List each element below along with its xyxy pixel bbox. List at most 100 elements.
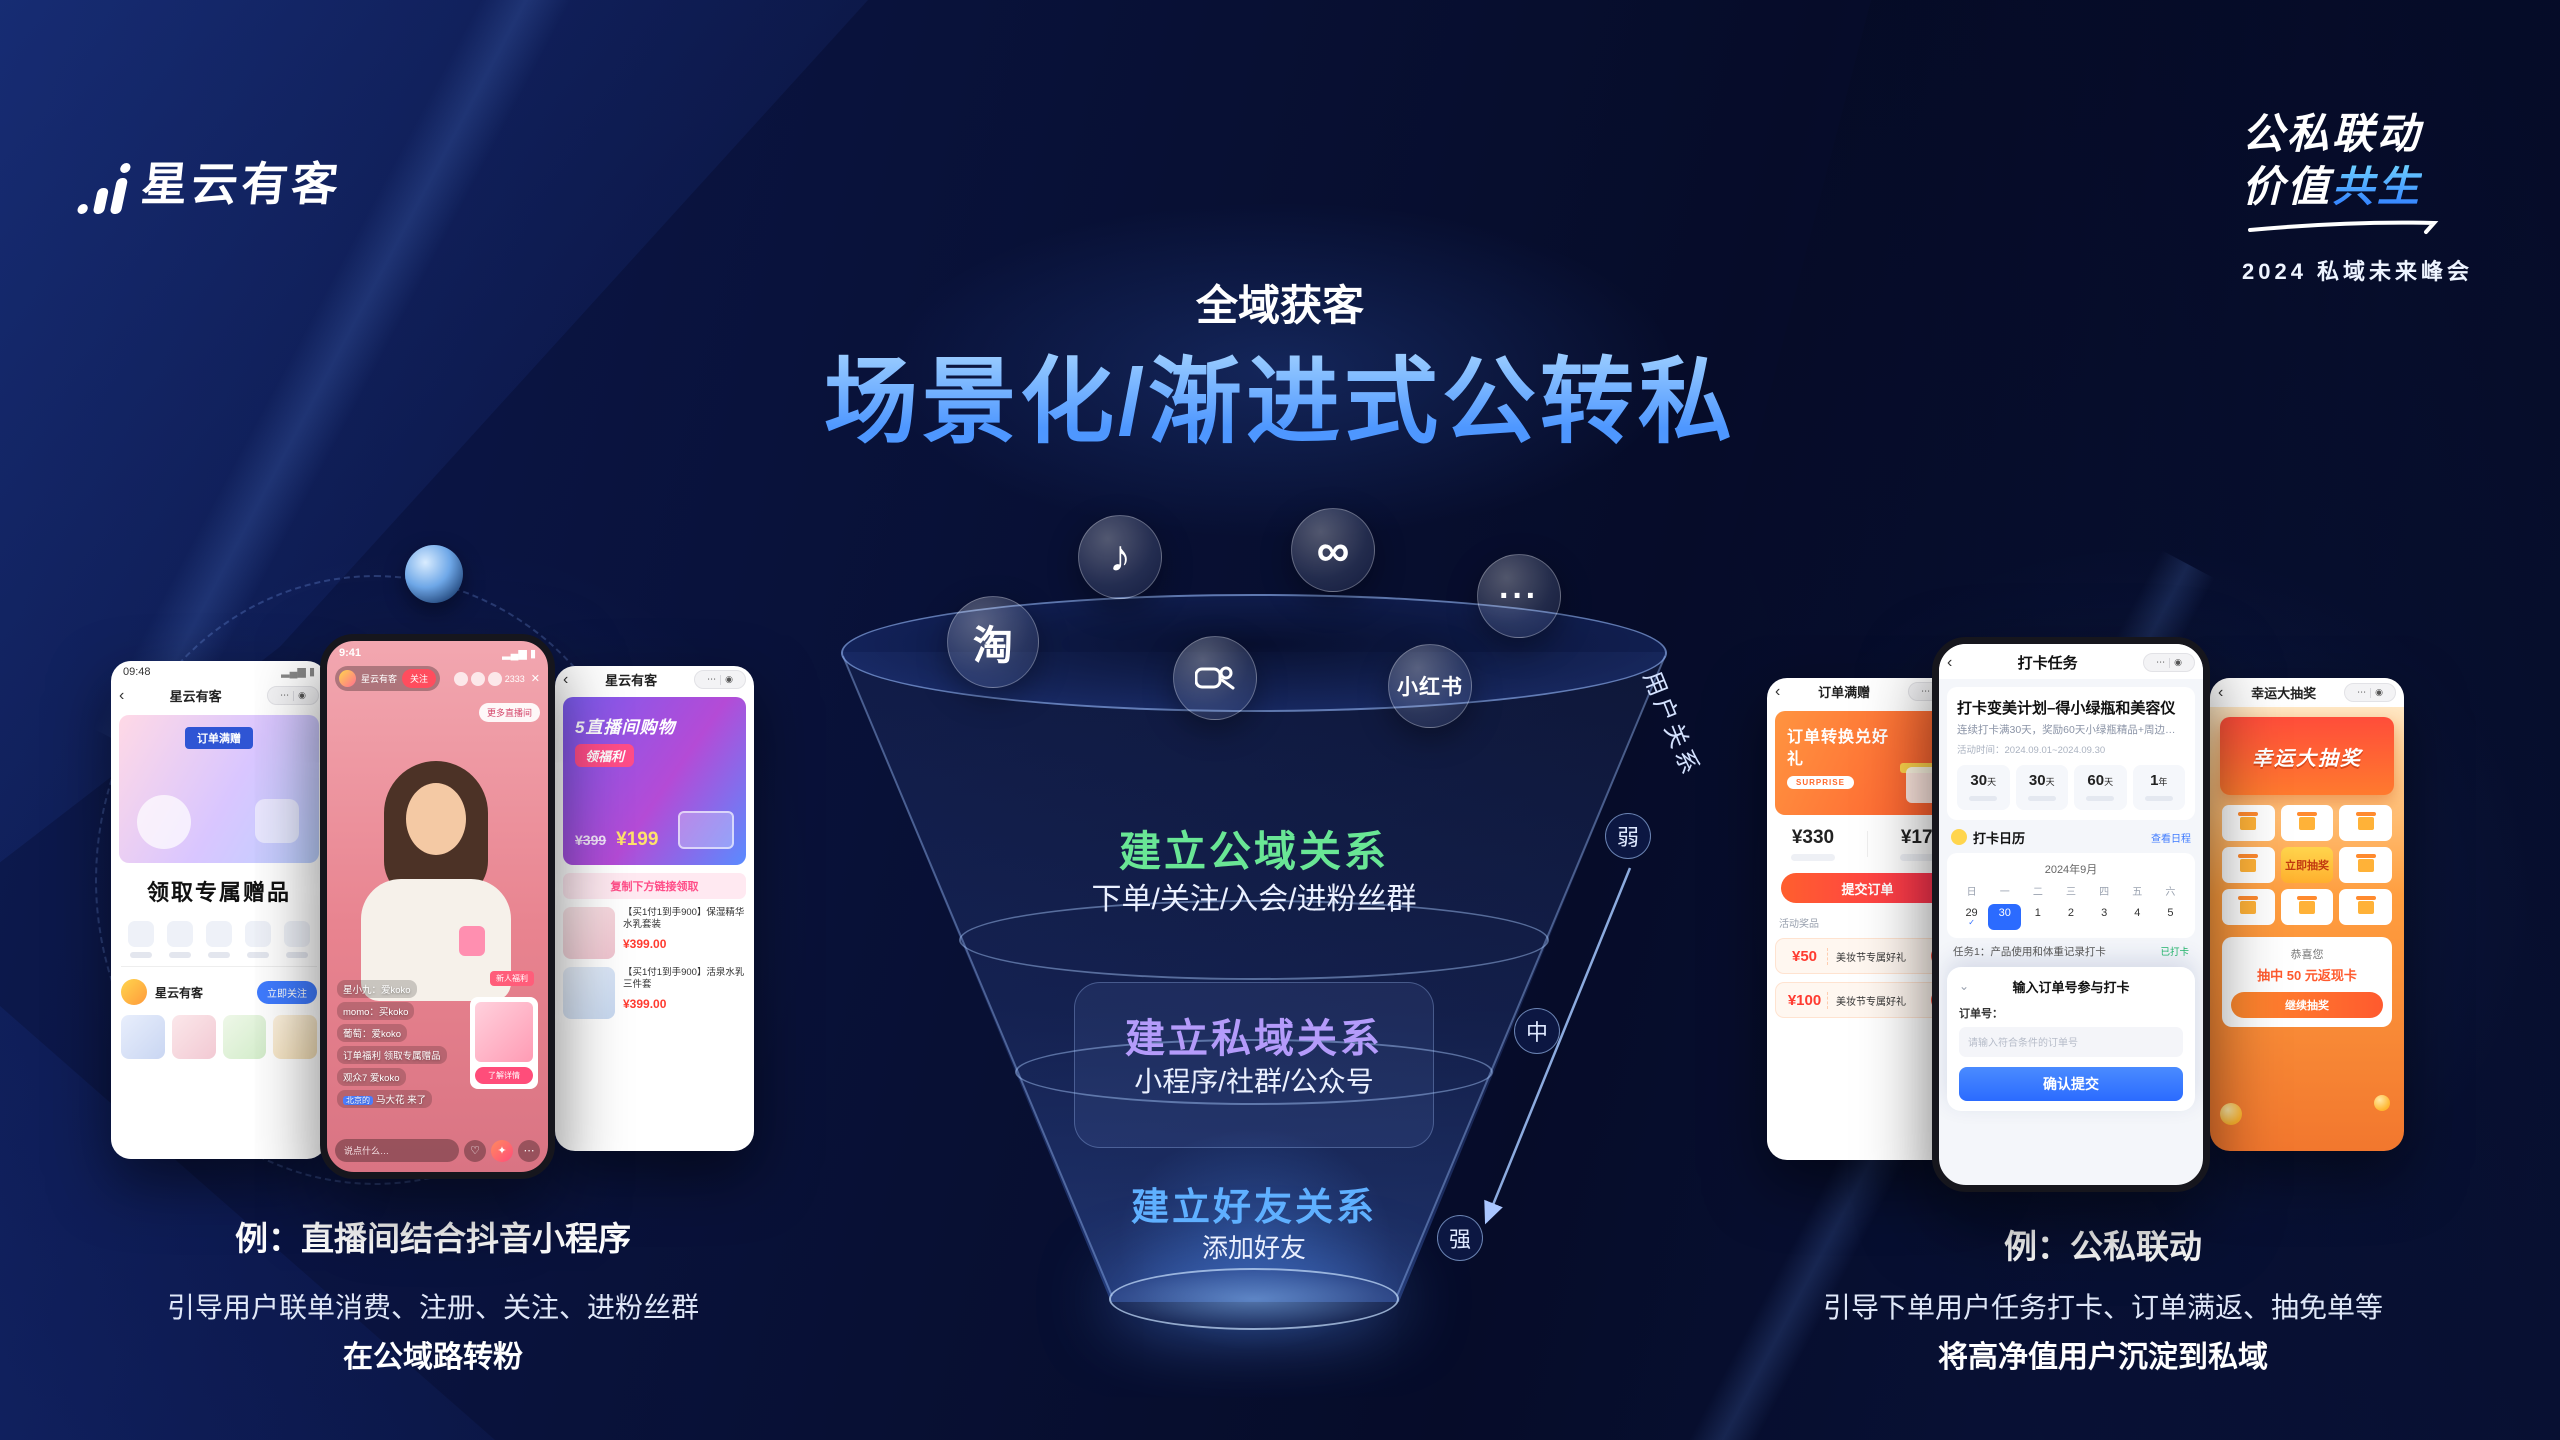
date-cell[interactable]: 3: [2101, 906, 2108, 919]
axis-weak-text: 弱: [1616, 825, 1639, 850]
banner-prices: ¥399 ¥199: [575, 829, 658, 851]
gift-icon: [2238, 853, 2259, 872]
product-list-item[interactable]: 【买1付1到手900】保湿精华水乳套装 ¥399.00: [563, 907, 746, 959]
comment-with-badge: 北京的马大花 来了: [337, 1090, 433, 1108]
product-thumb[interactable]: [273, 1015, 317, 1059]
channels-glyph: ∞: [1316, 524, 1350, 576]
close-icon[interactable]: ✕: [530, 673, 540, 685]
prize-cell: [2280, 889, 2334, 925]
product-detail-button[interactable]: 了解详情: [475, 1067, 533, 1084]
date-cell[interactable]: 1: [2034, 906, 2041, 919]
date-cell[interactable]: 2: [2067, 906, 2075, 919]
host-face: [406, 783, 466, 855]
back-icon[interactable]: ‹: [119, 686, 125, 704]
close-icon[interactable]: ◉: [2375, 687, 2383, 697]
back-icon[interactable]: ‹: [2218, 683, 2224, 701]
back-icon[interactable]: ‹: [1775, 682, 1781, 700]
laptop-illustration: [678, 811, 734, 849]
draw-again-button[interactable]: 继续抽奖: [2231, 992, 2383, 1018]
product-price: ¥399.00: [623, 997, 667, 1011]
menu-icon[interactable]: [205, 921, 232, 958]
calendar-header-row: 打卡日历 查看日程: [1951, 828, 2191, 847]
more-icon[interactable]: ⋯: [2357, 687, 2367, 697]
gift-icon: [2355, 853, 2376, 872]
product-price: ¥399.00: [623, 937, 667, 951]
gift-icon[interactable]: ✦: [491, 1139, 513, 1162]
chevron-down-icon[interactable]: ⌄: [1959, 979, 1970, 994]
nav-title: 星云有客: [169, 689, 222, 704]
date-cell[interactable]: 4: [2134, 906, 2141, 919]
miniprogram-capsule[interactable]: ⋯◉: [2143, 653, 2195, 672]
date-cell[interactable]: 5: [2167, 906, 2174, 919]
miniprogram-capsule[interactable]: ⋯◉: [2344, 683, 2396, 702]
surprise-pill: SURPRISE: [1787, 776, 1854, 790]
level2-title: 建立私域关系: [1125, 1017, 1383, 1061]
status-icons: ▂▄▆ ▮: [281, 666, 315, 678]
title-glow: [880, 200, 1680, 540]
viewers-group: 2333 ✕: [453, 671, 540, 686]
coupon-card[interactable]: ¥100 美妆节专属好礼: [1775, 982, 1960, 1018]
shop-name: 星云有客: [155, 985, 204, 1000]
back-icon[interactable]: ‹: [563, 670, 569, 688]
summit-line2-plain: 价值: [2242, 162, 2333, 210]
more-icon[interactable]: ⋯: [518, 1139, 540, 1162]
slide-kicker: 全域获客: [1195, 282, 1364, 329]
weekday-cell: 三: [2065, 886, 2076, 898]
date-cell-checked[interactable]: 29✓: [1955, 904, 1988, 930]
xiaohongshu-glyph: 小红书: [1397, 676, 1463, 699]
amount-sublabel: [1791, 854, 1835, 861]
gift-icon: [2238, 895, 2259, 914]
like-icon[interactable]: ♡: [464, 1139, 486, 1162]
status-time: 09:48: [123, 665, 151, 678]
streamer-bar: 星云有客 关注 2333 ✕: [335, 666, 540, 691]
submit-order-button[interactable]: 提交订单: [1781, 873, 1954, 903]
menu-icon[interactable]: [284, 921, 311, 958]
task-period: 活动时间：2024.09.01~2024.09.30: [1957, 744, 2106, 756]
menu-icon[interactable]: [127, 921, 154, 958]
date-cell-today[interactable]: 30: [1988, 903, 2022, 930]
close-icon[interactable]: ◉: [2174, 657, 2182, 667]
viewer-avatar: [487, 671, 502, 686]
more-icon[interactable]: ⋯: [280, 690, 290, 700]
product-list-item[interactable]: 【买1付1到手900】活泉水乳三件套 ¥399.00: [563, 967, 746, 1019]
product-thumb[interactable]: [222, 1015, 267, 1059]
copy-link-strip[interactable]: 复制下方链接领取: [563, 873, 746, 899]
more-icon[interactable]: ⋯: [707, 674, 717, 684]
draw-button[interactable]: 立即抽奖: [2280, 847, 2334, 883]
product-thumb[interactable]: [171, 1015, 216, 1059]
follow-shop-button[interactable]: 立即关注: [257, 980, 317, 1004]
menu-icon[interactable]: [245, 921, 272, 958]
brand-logo: 星云有客: [76, 148, 344, 214]
more-icon[interactable]: ⋯: [1921, 686, 1931, 696]
more-icon[interactable]: ⋯: [2156, 657, 2166, 667]
coupon-card[interactable]: ¥50 美妆节专属好礼: [1775, 938, 1960, 974]
order-number-input[interactable]: 请输入符合条件的订单号: [1959, 1026, 2183, 1057]
close-icon[interactable]: ◉: [725, 674, 733, 684]
task-description: 连续打卡满30天，奖励60天小绿瓶精品+周边…: [1957, 724, 2176, 736]
product-thumb[interactable]: [121, 1015, 165, 1059]
level3-desc: 添加好友: [1201, 1233, 1306, 1263]
weekday-cell: 四: [2099, 886, 2110, 898]
level1-title: 建立公域关系: [1118, 828, 1389, 875]
viewer-avatar: [470, 671, 485, 686]
confirm-submit-button[interactable]: 确认提交: [1959, 1066, 2183, 1101]
calendar-schedule-link[interactable]: 查看日程: [2151, 833, 2191, 845]
nav-title: 幸运大抽奖: [2251, 686, 2317, 701]
axis-strong-text: 强: [1448, 1227, 1471, 1252]
close-icon[interactable]: ◉: [298, 690, 306, 700]
menu-icon[interactable]: [166, 921, 193, 958]
follow-button[interactable]: 关注: [402, 669, 437, 688]
right-example-highlight: 将高净值用户沉淀到私域: [1938, 1341, 2268, 1374]
miniprogram-capsule[interactable]: ⋯◉: [267, 686, 319, 705]
back-icon[interactable]: ‹: [1947, 653, 1953, 671]
douyin-icon: ♪: [1078, 515, 1162, 599]
comment: 葡萄：爱koko: [337, 1024, 408, 1042]
phone-promo-mockup: ‹ 星云有客 ⋯◉ 5直播间购物 领福利 ¥399 ¥199 复制下方链接领取 …: [555, 666, 754, 1151]
miniprogram-capsule[interactable]: ⋯◉: [694, 670, 746, 689]
prize-grid: 立即抽奖: [2222, 805, 2392, 925]
calendar-month: 2024年9月: [2044, 863, 2098, 876]
more-rooms-pill[interactable]: 更多直播间: [478, 703, 540, 722]
chat-input[interactable]: 说点什么…: [335, 1139, 459, 1162]
comment: 星小九：爱koko: [337, 980, 417, 998]
